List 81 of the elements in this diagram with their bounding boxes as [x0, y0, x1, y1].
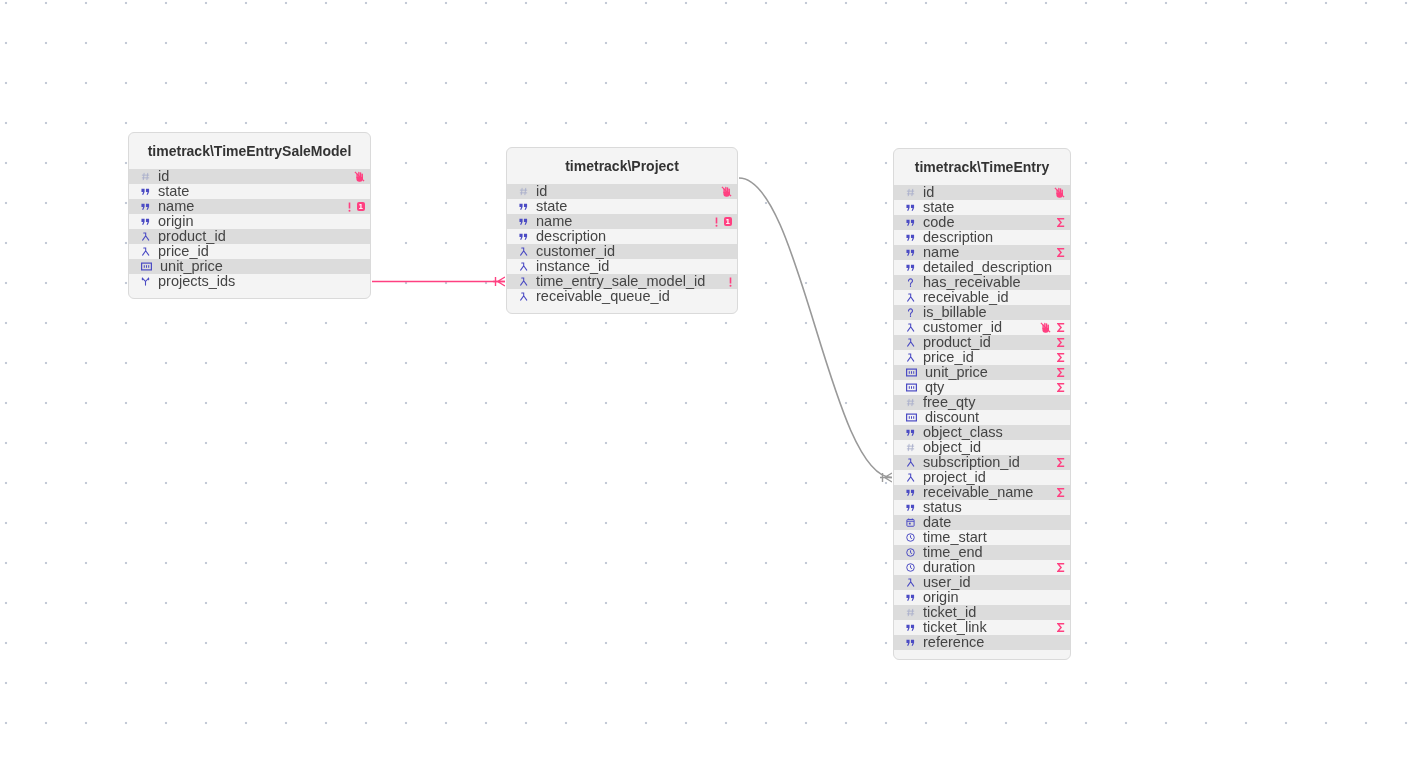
field-row — [894, 485, 1070, 500]
field-row — [129, 199, 370, 214]
field-name: receivable_id — [923, 290, 1009, 305]
field-name: receivable_queue_id — [536, 289, 670, 304]
relationship-line — [371, 276, 506, 287]
field-name: user_id — [923, 575, 971, 590]
index-badge: 1 — [723, 217, 732, 226]
entity-table — [128, 132, 371, 299]
field-name: project_id — [923, 470, 986, 485]
entity-table — [506, 147, 738, 314]
index-badge: 1 — [356, 202, 365, 211]
field-row — [507, 214, 737, 229]
field-name: subscription_id — [923, 455, 1020, 470]
field-name: product_id — [923, 335, 991, 350]
field-name: unit_price — [160, 259, 223, 274]
table-title: timetrack\Project — [565, 156, 679, 176]
field-row — [507, 274, 737, 289]
field-row — [894, 245, 1070, 260]
field-name: id — [158, 169, 170, 184]
field-row — [894, 365, 1070, 380]
field-name: object_id — [923, 440, 982, 455]
field-row — [894, 545, 1070, 560]
field-name: ticket_id — [923, 605, 977, 620]
field-name: instance_id — [536, 259, 610, 274]
field-row — [894, 515, 1070, 530]
field-name: price_id — [923, 350, 974, 365]
field-row — [894, 215, 1070, 230]
field-name: is_billable — [923, 305, 987, 320]
field-name: description — [536, 229, 607, 244]
entity-table — [893, 148, 1071, 660]
field-name: customer_id — [536, 244, 615, 259]
field-row — [129, 259, 370, 274]
field-name: customer_id — [923, 320, 1002, 335]
field-name: origin — [158, 214, 194, 229]
field-name: origin — [923, 590, 959, 605]
field-row — [894, 275, 1070, 290]
field-row — [894, 575, 1070, 590]
field-name: duration — [923, 560, 976, 575]
field-name: state — [158, 184, 190, 199]
field-name: price_id — [158, 244, 209, 259]
field-name: has_receivable — [923, 275, 1021, 290]
field-name: date — [923, 515, 952, 530]
field-row — [894, 605, 1070, 620]
field-row — [894, 335, 1070, 350]
field-name: unit_price — [925, 365, 988, 380]
field-row — [894, 635, 1070, 650]
field-name: id — [536, 184, 548, 199]
field-name: name — [158, 199, 195, 214]
field-name: qty — [925, 380, 945, 395]
relationship-line — [738, 177, 895, 483]
field-name: time_entry_sale_model_id — [536, 274, 706, 289]
field-name: reference — [923, 635, 985, 650]
field-name: time_start — [923, 530, 987, 545]
field-row — [894, 455, 1070, 470]
field-name: receivable_name — [923, 485, 1034, 500]
field-row — [894, 395, 1070, 410]
field-name: object_class — [923, 425, 1003, 440]
field-row — [129, 169, 370, 184]
field-name: description — [923, 230, 994, 245]
table-title: timetrack\TimeEntry — [914, 157, 1050, 177]
field-row — [129, 229, 370, 244]
field-row — [894, 305, 1070, 320]
field-name: detailed_description — [923, 260, 1052, 275]
field-row — [507, 184, 737, 199]
field-name: state — [536, 199, 568, 214]
field-name: time_end — [923, 545, 983, 560]
field-name: discount — [925, 410, 979, 425]
table-title: timetrack\TimeEntrySaleModel — [147, 141, 352, 161]
field-name: state — [923, 200, 955, 215]
field-name: product_id — [158, 229, 226, 244]
field-name: status — [923, 500, 962, 515]
field-row — [894, 185, 1070, 200]
field-name: free_qty — [923, 395, 976, 410]
field-row — [507, 244, 737, 259]
field-row — [894, 425, 1070, 440]
field-name: name — [923, 245, 960, 260]
field-name: projects_ids — [158, 274, 236, 289]
field-name: id — [923, 185, 935, 200]
field-name: name — [536, 214, 573, 229]
field-name: ticket_link — [923, 620, 987, 635]
field-name: code — [923, 215, 955, 230]
